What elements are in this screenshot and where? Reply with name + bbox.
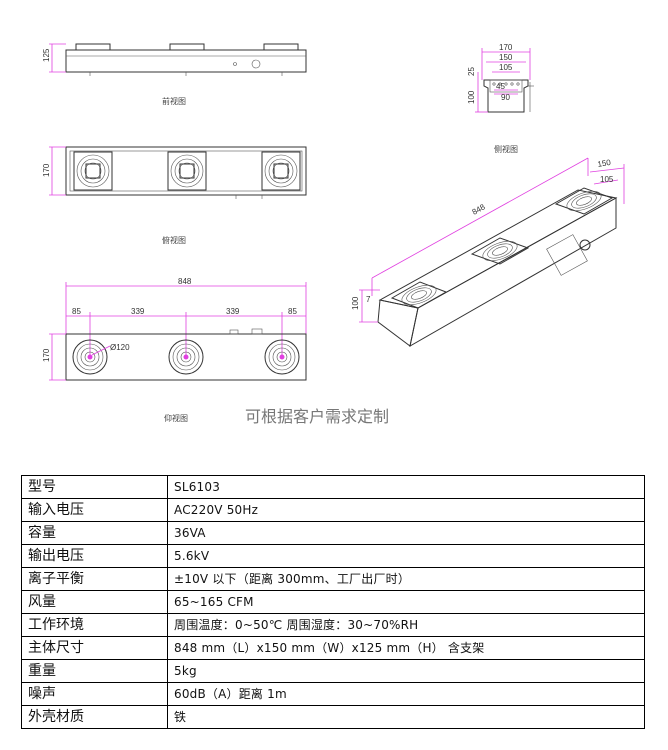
iso-dim-100: 100 [351, 296, 360, 310]
iso-dim-150: 150 [597, 158, 612, 169]
spec-label: 工作环境 [21, 613, 168, 637]
top-fan-3 [261, 151, 301, 191]
spec-row: 外壳材质铁 [21, 705, 645, 729]
side-dim-100: 100 [467, 90, 476, 104]
spec-value: 36VA [167, 521, 645, 545]
side-dim-150: 150 [499, 53, 513, 62]
iso-fan-2 [470, 237, 530, 265]
spec-label: 容量 [21, 521, 168, 545]
bottom-fan-2 [168, 339, 204, 375]
spec-row: 工作环境周围温度：0~50℃ 周围湿度：30~70%RH [21, 613, 645, 637]
top-fan-1 [73, 151, 113, 191]
spec-row: 离子平衡±10V 以下（距离 300mm、工厂出厂时） [21, 567, 645, 591]
iso-fan-3 [554, 187, 614, 215]
iso-dim-848: 848 [471, 202, 488, 217]
front-view: 125 前视图 [42, 43, 307, 106]
bottom-left-dim: 85 [72, 307, 81, 316]
side-dim-25: 25 [467, 67, 476, 76]
spec-value: ±10V 以下（距离 300mm、工厂出厂时） [167, 567, 645, 591]
iso-fan-1 [390, 281, 448, 309]
bottom-view-caption: 仰视图 [164, 413, 188, 423]
isometric-view: 848 150 105 100 [351, 157, 625, 347]
spec-value: 5kg [167, 659, 645, 683]
bottom-fan-dim: Ø120 [110, 343, 130, 352]
spec-value: 5.6kV [167, 544, 645, 568]
spec-label: 输出电压 [21, 544, 168, 568]
front-view-caption: 前视图 [162, 96, 186, 106]
spec-label: 主体尺寸 [21, 636, 168, 660]
side-view-caption: 侧视图 [494, 144, 518, 154]
technical-drawing: 125 前视图 170 [42, 43, 625, 426]
spec-label: 外壳材质 [21, 705, 168, 729]
spec-value: 60dB（A）距离 1m [167, 682, 645, 706]
spec-label: 重量 [21, 659, 168, 683]
side-dim-45: 45 [496, 82, 505, 91]
spec-label: 离子平衡 [21, 567, 168, 591]
bottom-fan-3 [264, 339, 300, 375]
top-view-caption: 俯视图 [162, 235, 186, 245]
side-dim-90: 90 [501, 93, 510, 102]
spec-label: 噪声 [21, 682, 168, 706]
bottom-height-dim: 170 [42, 348, 51, 362]
bottom-right-dim: 85 [288, 307, 297, 316]
spec-value: 铁 [167, 705, 645, 729]
iso-dim-105: 105 [600, 175, 614, 184]
customization-note: 可根据客户需求定制 [245, 407, 389, 426]
spec-value: SL6103 [167, 475, 645, 499]
bottom-mid1-dim: 339 [131, 307, 145, 316]
side-view: 170 150 105 45 90 25 100 侧视图 [467, 43, 534, 154]
spec-value: AC220V 50Hz [167, 498, 645, 522]
bottom-total-dim: 848 [178, 277, 192, 286]
spec-value: 65~165 CFM [167, 590, 645, 614]
front-height-dim: 125 [42, 48, 51, 62]
spec-value: 848 mm（L）x150 mm（W）x125 mm（H） 含支架 [167, 636, 645, 660]
bottom-view: 848 85 339 339 85 [42, 277, 307, 423]
side-dim-105: 105 [499, 63, 513, 72]
spec-label: 输入电压 [21, 498, 168, 522]
top-fan-2 [167, 151, 207, 191]
iso-dim-7: 7 [366, 295, 371, 304]
bottom-mid2-dim: 339 [226, 307, 240, 316]
top-height-dim: 170 [42, 163, 51, 177]
spec-label: 型号 [21, 475, 168, 499]
spec-label: 风量 [21, 590, 168, 614]
bottom-fan-1 [72, 339, 108, 375]
side-dim-170: 170 [499, 43, 513, 52]
spec-value: 周围温度：0~50℃ 周围湿度：30~70%RH [167, 613, 645, 637]
top-view: 170 俯视图 [42, 146, 307, 245]
